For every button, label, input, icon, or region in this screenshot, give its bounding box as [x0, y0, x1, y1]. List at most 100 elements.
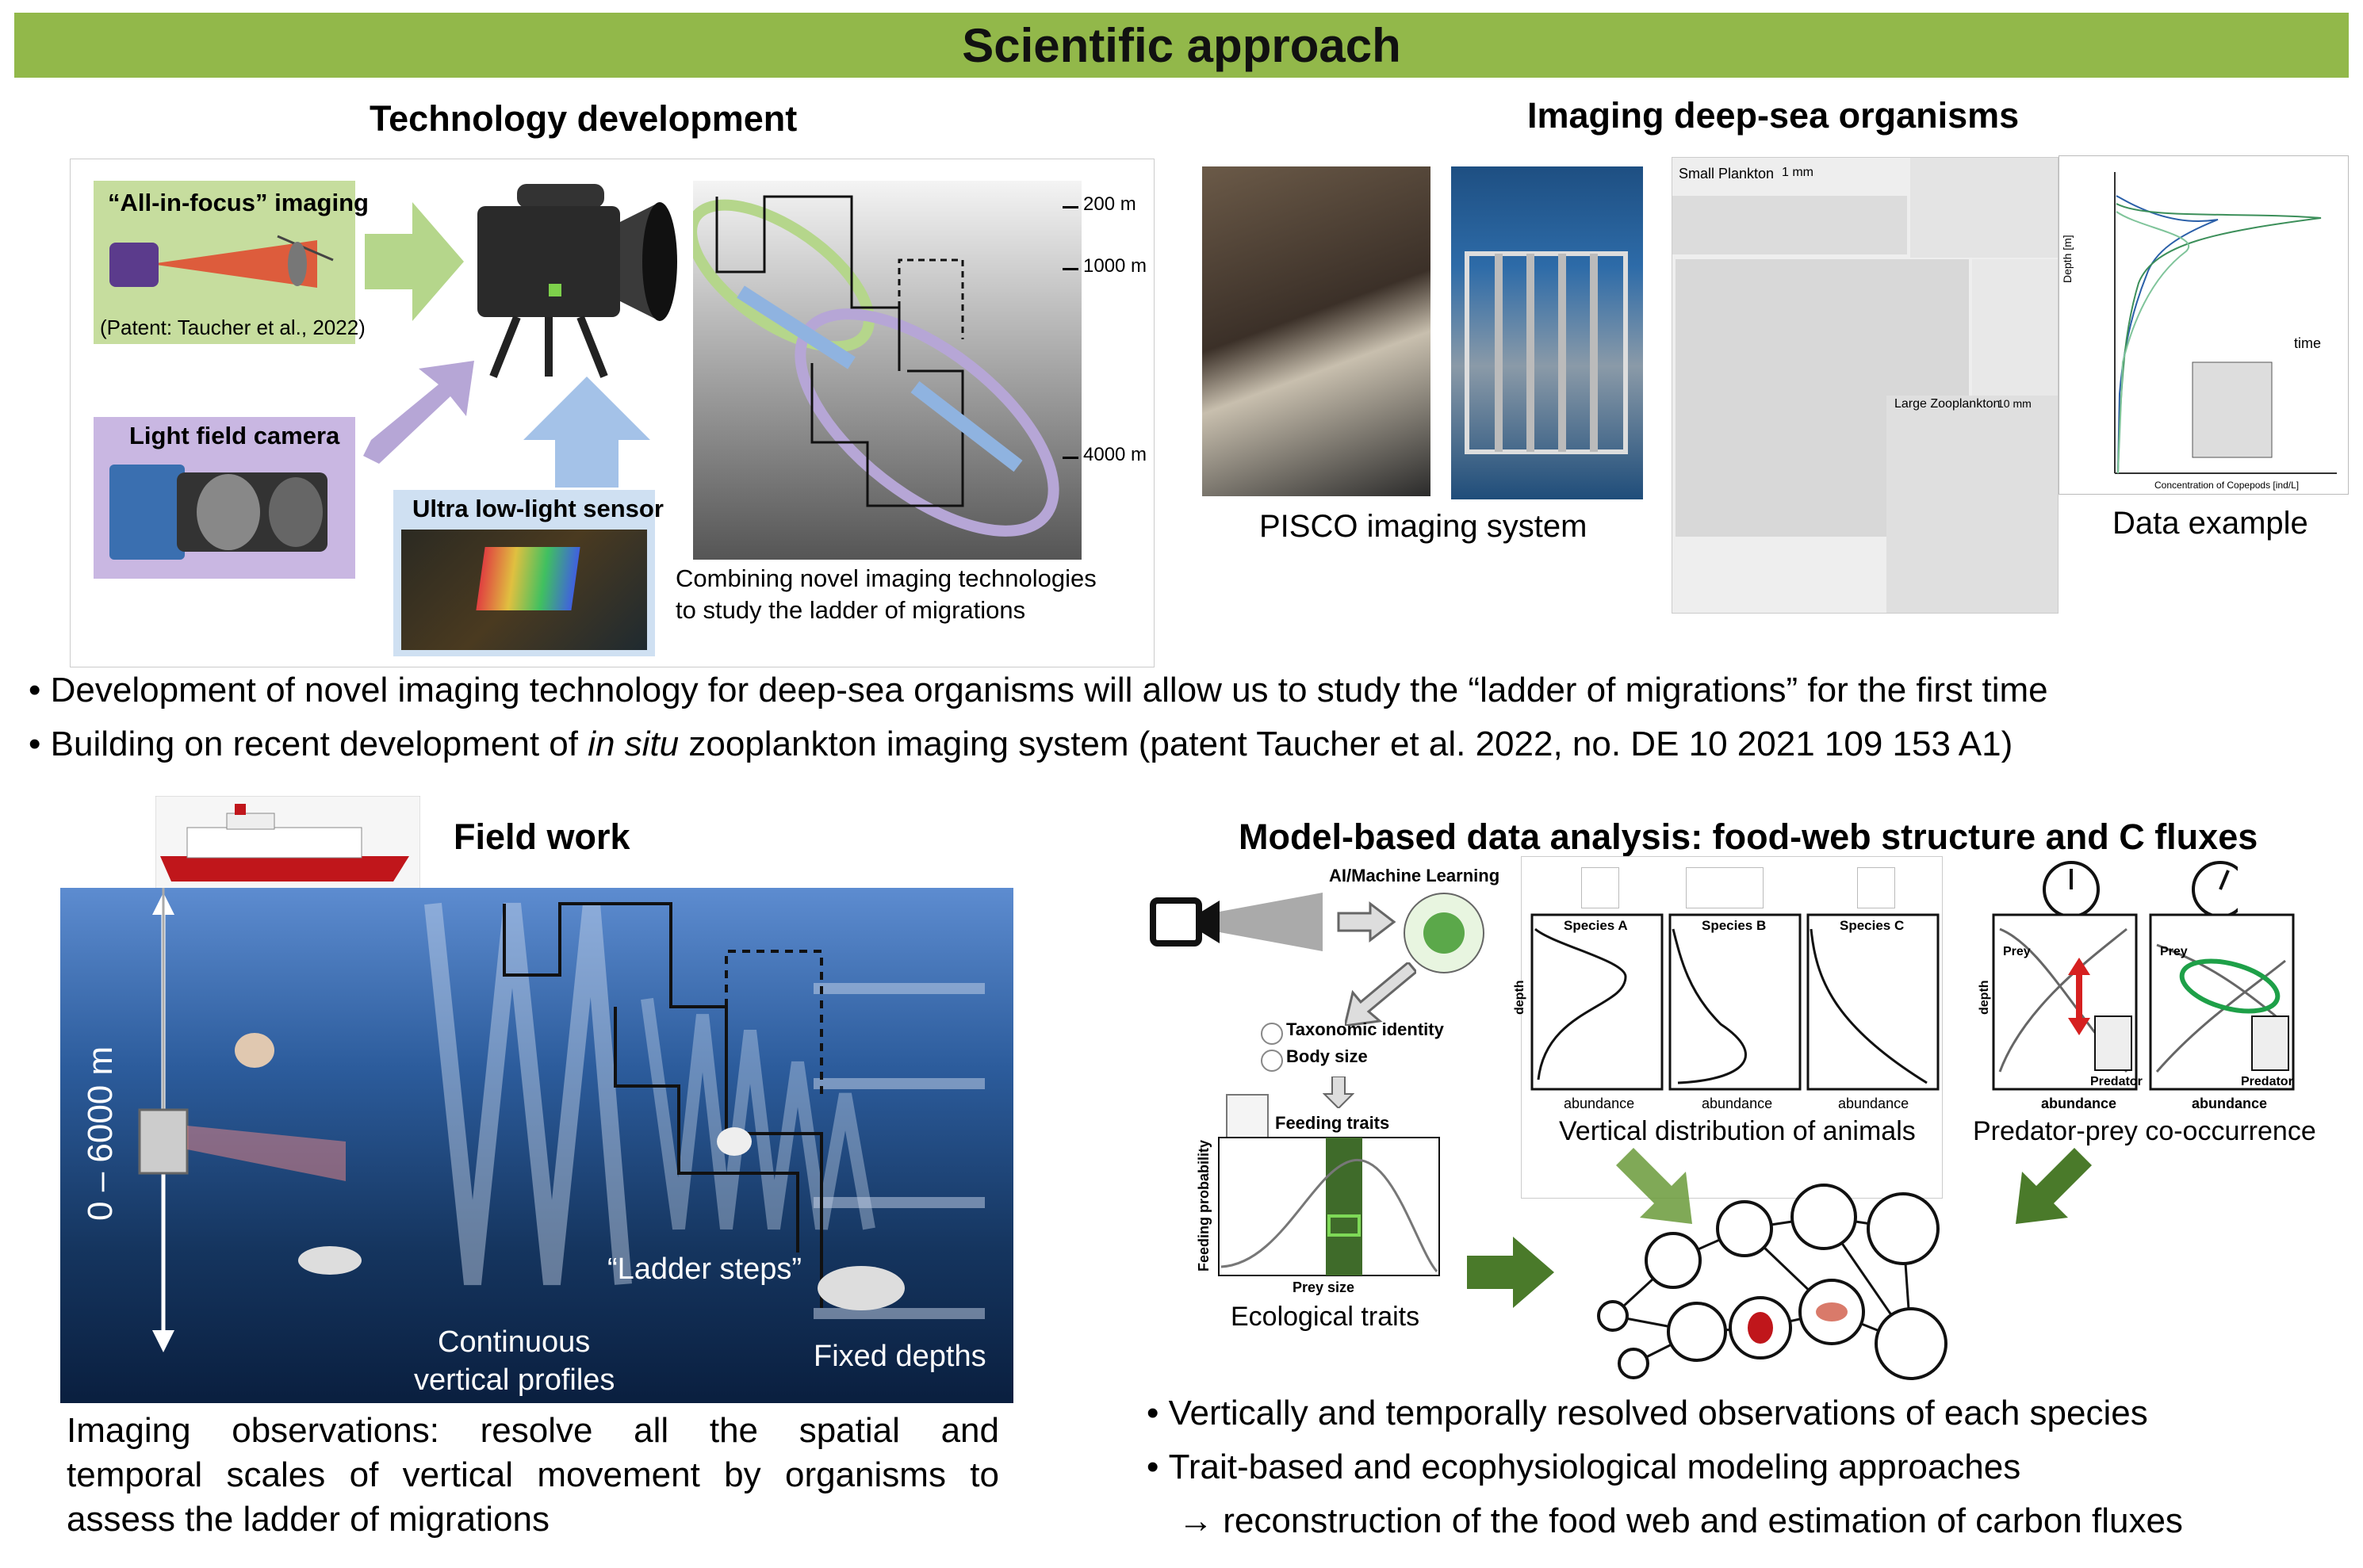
vertical-dist-frame	[1521, 856, 1943, 1199]
predator-prey-plot	[1992, 913, 2295, 1091]
depth-4000-label: 4000 m	[1083, 444, 1147, 465]
top-bullet-1: • Development of novel imaging technolog…	[29, 671, 2048, 709]
chart-ylabel: Depth [m]	[2061, 235, 2074, 283]
ladder-steps-label: “Ladder steps”	[607, 1252, 802, 1286]
bottom-bullet-1-text: Vertically and temporally resolved obser…	[1168, 1394, 2148, 1432]
continuous-label-line2: vertical profiles	[414, 1363, 615, 1397]
ocean-panel: 0 – 6000 m “Ladder steps” Continuous ver…	[60, 888, 1013, 1403]
pisco-photo-scientist	[1202, 166, 1430, 496]
pisco-photo-rosette	[1451, 166, 1643, 499]
prey-size-label: Prey size	[1293, 1279, 1355, 1295]
tech-heading: Technology development	[370, 98, 798, 139]
body-size-label: Body size	[1286, 1046, 1368, 1066]
legend-title: time	[2294, 335, 2322, 351]
page-title: Scientific approach	[962, 18, 1401, 72]
ai-label: AI/Machine Learning	[1329, 866, 1500, 885]
arrow-down-icon	[1323, 1077, 1354, 1108]
abundance-b-label: abundance	[1702, 1096, 1773, 1111]
species-profiles-plot	[1530, 913, 1940, 1091]
food-web-diagram	[1597, 1184, 1947, 1380]
abundance-pred-label-2: abundance	[2192, 1096, 2268, 1111]
all-in-focus-box: “All-in-focus” imaging (Patent: Taucher …	[94, 181, 369, 344]
bottom-bullet-1: • Vertically and temporally resolved obs…	[1147, 1394, 2148, 1432]
abundance-c-label: abundance	[1838, 1096, 1909, 1111]
top-bullet-1-text: Development of novel imaging technology …	[50, 671, 2048, 709]
patent-note: (Patent: Taucher et al., 2022)	[100, 316, 366, 339]
light-field-camera-icon	[109, 465, 327, 560]
species-a-thumb	[1581, 867, 1619, 908]
data-example-chart: Depth [m] Concentration of Copepods [ind…	[2059, 155, 2349, 495]
ultra-sensor-box: Ultra low-light sensor	[393, 490, 664, 656]
depth-axis-label-2: depth	[1978, 980, 1991, 1015]
arrow-down-left-icon	[2016, 1148, 2092, 1224]
ladder-diagram	[693, 181, 1082, 560]
field-heading: Field work	[454, 817, 630, 857]
tech-caption-line2: to study the ladder of migrations	[676, 596, 1026, 624]
sensor-photo	[401, 530, 647, 650]
feeding-traits-label: Feeding traits	[1275, 1113, 1390, 1133]
camera-icon	[477, 184, 677, 378]
prey-label-2: Prey	[2160, 945, 2188, 958]
depth-200-label: 200 m	[1083, 193, 1136, 215]
tech-caption-line1: Combining novel imaging technologies	[676, 564, 1097, 592]
abundance-pred-label-1: abundance	[2041, 1096, 2117, 1111]
model-heading: Model-based data analysis: food-web stru…	[1239, 817, 2258, 857]
small-plankton-label: Small Plankton	[1679, 166, 1775, 182]
top-bullet-2-pre: Building on recent development of	[50, 725, 588, 763]
species-a-label: Species A	[1564, 918, 1628, 933]
species-b-label: Species B	[1702, 918, 1767, 933]
large-zoo-label: Large Zooplankton	[1894, 397, 2001, 411]
pred-prey-caption: Predator-prey co-occurrence	[1973, 1116, 2316, 1146]
top-bullet-2-post: zooplankton imaging system (patent Tauch…	[679, 725, 2013, 763]
ecological-traits-label: Ecological traits	[1231, 1302, 1420, 1332]
large-scale-label: 10 mm	[1997, 397, 2032, 410]
small-scale-label: 1 mm	[1782, 166, 1813, 179]
chart-xlabel: Concentration of Copepods [ind/L]	[2154, 480, 2300, 491]
arrow-up-right-icon	[363, 361, 474, 464]
depth-range-label: 0 – 6000 m	[81, 1046, 120, 1221]
bottom-bullet-3: → reconstruction of the food web and est…	[1178, 1501, 2183, 1540]
continuous-label-line1: Continuous	[438, 1325, 591, 1359]
abundance-a-label: abundance	[1564, 1096, 1635, 1111]
focus-camera-icon	[109, 235, 334, 288]
all-in-focus-label: “All-in-focus” imaging	[108, 189, 369, 216]
rosette-frame-icon	[1465, 251, 1628, 454]
body-size-bullet-icon	[1261, 1050, 1283, 1072]
ultra-sensor-label: Ultra low-light sensor	[412, 495, 664, 522]
vertical-dist-caption: Vertical distribution of animals	[1559, 1116, 1916, 1146]
top-bullet-2-italic: in situ	[588, 725, 680, 763]
tick-4000	[1063, 457, 1078, 459]
arrow-down-left-icon	[1345, 962, 1416, 1026]
light-field-label: Light field camera	[129, 422, 340, 449]
tech-panel	[70, 159, 1155, 667]
research-ship-icon	[155, 796, 420, 889]
tick-200	[1063, 206, 1078, 208]
predator-label-1: Predator	[2090, 1075, 2143, 1088]
predator-label-2: Predator	[2241, 1075, 2293, 1088]
data-example-label: Data example	[2112, 506, 2308, 541]
species-c-label: Species C	[1840, 918, 1905, 933]
top-bullet-2: • Building on recent development of in s…	[29, 725, 2013, 763]
plankton-tile	[1910, 158, 2058, 258]
plankton-tile	[1886, 396, 2058, 613]
bottom-bullet-2-text: Trait-based and ecophysiological modelin…	[1168, 1448, 2021, 1486]
species-c-thumb	[1857, 867, 1895, 908]
prey-label-1: Prey	[2003, 945, 2031, 958]
depth-1000-label: 1000 m	[1083, 255, 1147, 277]
plankton-tile	[1672, 196, 1907, 254]
light-field-box: Light field camera	[94, 417, 355, 579]
bottom-bullet-2: • Trait-based and ecophysiological model…	[1147, 1448, 2021, 1486]
fixed-depths-label: Fixed depths	[814, 1340, 986, 1373]
imaging-heading: Imaging deep-sea organisms	[1527, 95, 2020, 136]
plankton-mosaic: Small Plankton 1 mm Large Zooplankton 10…	[1672, 157, 2059, 614]
feeding-curve-plot	[1218, 1137, 1440, 1276]
field-caption-line2: temporal scales of vertical movement by …	[67, 1455, 999, 1494]
feeding-prob-label: Feeding probability	[1196, 1139, 1212, 1272]
field-diagram	[138, 888, 985, 1352]
field-caption-line1: Imaging observations: resolve all the sp…	[67, 1411, 999, 1450]
field-caption-line3: assess the ladder of migrations	[67, 1500, 550, 1539]
taxonomic-label: Taxonomic identity	[1286, 1019, 1444, 1039]
arrow-right-icon	[365, 202, 464, 321]
species-b-thumb	[1686, 867, 1764, 908]
copepod-profile-plot	[2114, 172, 2337, 474]
